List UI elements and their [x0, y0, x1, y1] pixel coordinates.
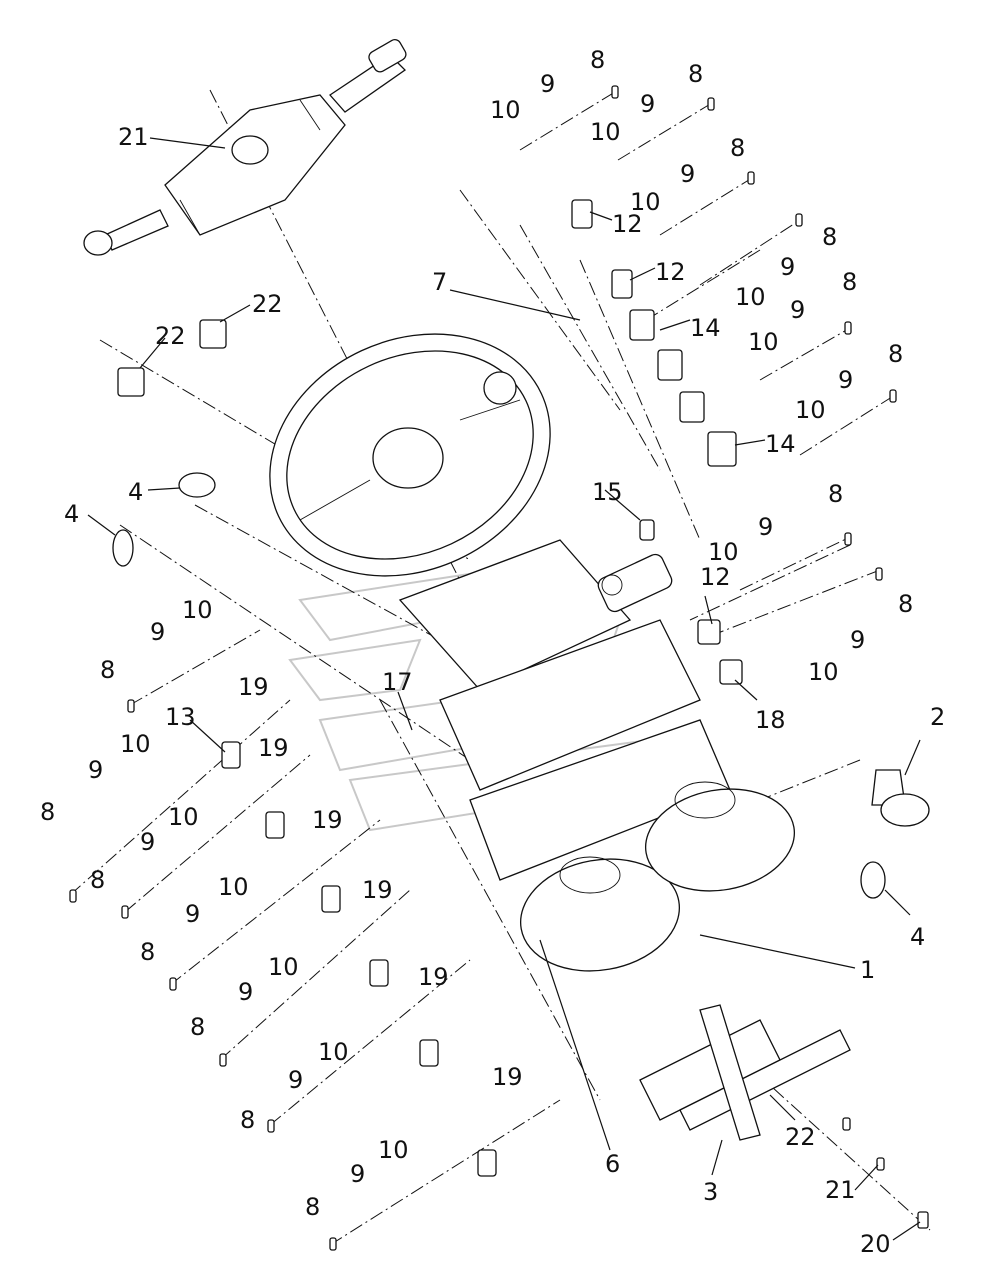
- callout-17-e: 19: [418, 963, 449, 991]
- combination-switch: [83, 39, 407, 256]
- callout-11-middle: 12: [655, 258, 686, 286]
- callout-19-left: 22: [155, 322, 186, 350]
- callout-11-top: 12: [612, 210, 643, 238]
- bottom-fasteners: [842, 1117, 929, 1229]
- callout-21: 21: [825, 1176, 856, 1204]
- callout-13-lower: 14: [765, 430, 796, 458]
- callout-17-c: 19: [312, 806, 343, 834]
- callout-9-left-a: 9: [150, 618, 165, 646]
- callout-10-right-e: 10: [808, 658, 839, 686]
- callout-20: 20: [860, 1230, 891, 1258]
- callout-17-b: 19: [258, 734, 289, 762]
- callout-labels: 21 22 22 4 4 7 15 14 14 12 12 12 18 17 1…: [40, 46, 945, 1258]
- callout-10-right-d: 10: [708, 538, 739, 566]
- callout-8-right-b: 8: [842, 268, 857, 296]
- callout-1: 1: [860, 956, 875, 984]
- callout-2: 2: [930, 703, 945, 731]
- buzzers: [117, 319, 227, 397]
- callout-16: 18: [755, 706, 786, 734]
- callout-8-left-d: 8: [140, 938, 155, 966]
- callout-9-right-e: 9: [850, 626, 865, 654]
- callout-9-right-c: 9: [838, 366, 853, 394]
- callout-9-top-a: 9: [540, 70, 555, 98]
- callout-8-right-e: 8: [898, 590, 913, 618]
- grommets-and-knob: [112, 472, 930, 899]
- callout-8-top-c: 8: [730, 134, 745, 162]
- callout-10-right-c: 10: [795, 396, 826, 424]
- callout-9-left-e: 9: [238, 978, 253, 1006]
- callout-9-right-d: 9: [758, 513, 773, 541]
- callout-10-left-a: 10: [182, 596, 213, 624]
- callout-19-right: 22: [252, 290, 283, 318]
- callout-4-right: 4: [910, 923, 925, 951]
- callout-8-top-b: 8: [688, 60, 703, 88]
- callout-10-right-b: 10: [748, 328, 779, 356]
- callout-8-left-c: 8: [90, 866, 105, 894]
- callout-6: 6: [605, 1150, 620, 1178]
- callout-22: 22: [785, 1123, 816, 1151]
- leader-lines: [87, 137, 921, 1241]
- callout-9-left-g: 9: [350, 1160, 365, 1188]
- callout-9-left-c: 9: [140, 828, 155, 856]
- callout-9-top-c: 9: [680, 160, 695, 188]
- callout-8-left-g: 8: [305, 1193, 320, 1221]
- callout-10-top-b: 10: [590, 118, 621, 146]
- callout-8-right-d: 8: [828, 480, 843, 508]
- callout-9-left-f: 9: [288, 1066, 303, 1094]
- callout-11-right: 12: [700, 563, 731, 591]
- callout-12: 13: [165, 703, 196, 731]
- callout-7: 7: [432, 268, 447, 296]
- indicator-lamps: [221, 199, 743, 1177]
- callout-10-left-b: 10: [120, 730, 151, 758]
- callout-17-f: 19: [492, 1063, 523, 1091]
- callout-17-d: 19: [362, 876, 393, 904]
- mounting-bracket: [639, 1004, 851, 1141]
- steering-column-body: [398, 539, 731, 881]
- callout-10-left-f: 10: [318, 1038, 349, 1066]
- screws: [69, 85, 897, 1251]
- callout-10-top-c: 10: [630, 188, 661, 216]
- callout-10-left-c: 10: [168, 803, 199, 831]
- callout-14: 15: [592, 478, 623, 506]
- callout-4-upper: 4: [128, 478, 143, 506]
- callout-10-left-d: 10: [218, 873, 249, 901]
- callout-8-left-f: 8: [240, 1106, 255, 1134]
- callout-8-left-a: 8: [100, 656, 115, 684]
- callout-10-right-a: 10: [735, 283, 766, 311]
- callout-9-right-b: 9: [790, 296, 805, 324]
- callout-13-top: 14: [690, 314, 721, 342]
- callout-10-left-g: 10: [378, 1136, 409, 1164]
- callout-4-left: 4: [64, 500, 79, 528]
- callout-9-left-d: 9: [185, 900, 200, 928]
- callout-9-right-a: 9: [780, 253, 795, 281]
- steering-wheel: [269, 333, 551, 577]
- callout-18: 21: [118, 123, 149, 151]
- callout-9-top-b: 9: [640, 90, 655, 118]
- callout-9-left-b: 9: [88, 756, 103, 784]
- callout-17-a: 19: [238, 673, 269, 701]
- callout-8-top-a: 8: [590, 46, 605, 74]
- callout-8-left-e: 8: [190, 1013, 205, 1041]
- gauge-cluster: [519, 781, 796, 972]
- callout-8-right-c: 8: [888, 340, 903, 368]
- callout-8-left-b: 8: [40, 798, 55, 826]
- callout-10-top-a: 10: [490, 96, 521, 124]
- explode-lines: [99, 89, 931, 1231]
- callout-10-left-e: 10: [268, 953, 299, 981]
- fastener-stacks: [69, 91, 896, 1246]
- callout-15: 17: [382, 668, 413, 696]
- callout-3: 3: [703, 1178, 718, 1206]
- callout-8-right-a: 8: [822, 223, 837, 251]
